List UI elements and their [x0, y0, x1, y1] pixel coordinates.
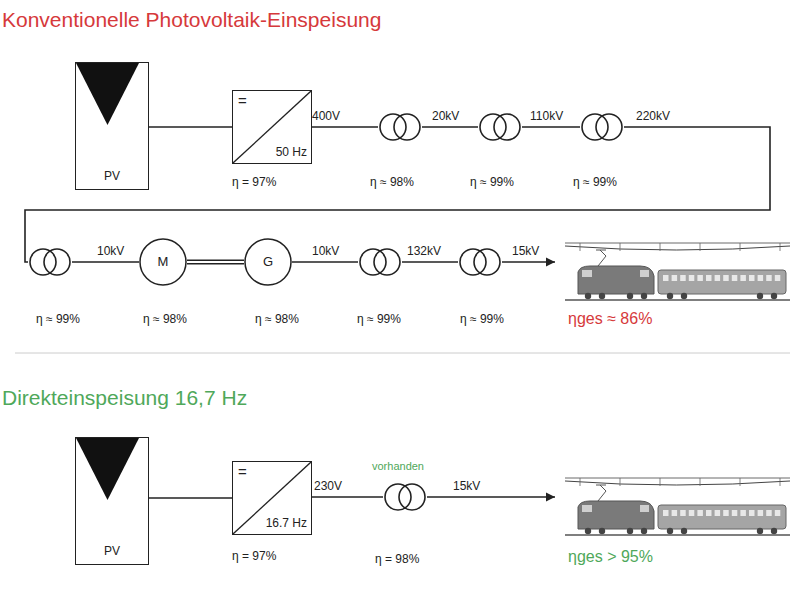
- label-text: Direkteinspeisung 16,7 Hz: [2, 386, 247, 409]
- transformer-symbol: [378, 113, 422, 141]
- efficiency-label: η ≈ 98%: [255, 313, 299, 327]
- label-text: η = 98%: [375, 552, 419, 566]
- efficiency-label: η ≈ 99%: [36, 313, 80, 327]
- label-text: η ≈ 98%: [370, 175, 414, 189]
- label-text: 400V: [312, 109, 340, 123]
- efficiency-label: η ≈ 99%: [573, 176, 617, 190]
- shaft-connector: [187, 260, 244, 265]
- label-text: ηges ≈ 86%: [568, 310, 652, 327]
- label-text: 15kV: [453, 479, 480, 493]
- voltage-label: 400V: [312, 110, 340, 124]
- transformer-symbol: [358, 248, 402, 276]
- power-wire: [312, 496, 555, 498]
- efficiency-label: η ≈ 99%: [460, 313, 504, 327]
- inverter-box: = 50 Hz: [232, 90, 312, 164]
- frequency-text: 50 Hz: [276, 146, 307, 160]
- efficiency-label: η = 97%: [232, 550, 276, 564]
- label-text: η ≈ 99%: [470, 175, 514, 189]
- arrow-head: [546, 258, 555, 267]
- efficiency-label: η = 98%: [375, 553, 419, 567]
- label-text: ηges > 95%: [568, 548, 653, 565]
- label-text: 10kV: [97, 244, 124, 258]
- voltage-label: 20kV: [432, 110, 459, 124]
- label-text: η = 97%: [232, 549, 276, 563]
- arrow-head: [546, 493, 555, 502]
- machine-circle: G: [244, 238, 292, 286]
- label-text: 110kV: [530, 109, 563, 123]
- efficiency-label: η ≈ 99%: [470, 176, 514, 190]
- pv-panel-box: PV: [75, 437, 149, 565]
- voltage-label: 132kV: [407, 245, 441, 259]
- efficiency-label: η ≈ 98%: [143, 313, 187, 327]
- machine-letter: G: [263, 255, 273, 270]
- section-title: Konventionelle Photovoltaik-Einspeisung: [2, 8, 381, 32]
- total-efficiency: ηges > 95%: [568, 548, 653, 566]
- voltage-label: 15kV: [453, 480, 480, 494]
- edge-group: [149, 127, 232, 128]
- node-text: PV: [76, 545, 148, 559]
- voltage-label: 10kV: [97, 245, 124, 259]
- pv-panel-box: PV: [75, 62, 149, 190]
- section-title: Direkteinspeisung 16,7 Hz: [2, 386, 247, 410]
- voltage-label: 230V: [314, 480, 342, 494]
- transformer-symbol: [383, 483, 427, 511]
- efficiency-label: η ≈ 99%: [357, 313, 401, 327]
- node-text: PV: [76, 170, 148, 184]
- voltage-label: 220kV: [636, 110, 670, 124]
- voltage-label: 15kV: [512, 245, 539, 259]
- label-text: 10kV: [312, 244, 339, 258]
- label-text: η ≈ 99%: [460, 312, 504, 326]
- efficiency-label: η ≈ 98%: [370, 176, 414, 190]
- inverter-box: = 16.7 Hz: [232, 461, 312, 535]
- power-wire: [292, 261, 555, 263]
- label-text: η ≈ 98%: [255, 312, 299, 326]
- label-text: η = 97%: [232, 175, 276, 189]
- dc-symbol: =: [238, 92, 247, 109]
- transformer-symbol: [580, 113, 624, 141]
- edge-group: [149, 498, 232, 499]
- label-text: η ≈ 98%: [143, 312, 187, 326]
- label-text: 132kV: [407, 244, 441, 258]
- voltage-label: 10kV: [312, 245, 339, 259]
- label-text: 220kV: [636, 109, 670, 123]
- transformer-symbol: [458, 248, 502, 276]
- transformer-symbol: [28, 248, 72, 276]
- label-text: vorhanden: [372, 460, 424, 472]
- total-efficiency: ηges ≈ 86%: [568, 310, 652, 328]
- machine-circle: M: [139, 238, 187, 286]
- label-text: 20kV: [432, 109, 459, 123]
- title-text: Konventionelle Photovoltaik-Einspeisung: [2, 8, 381, 31]
- existing-note: vorhanden: [372, 460, 424, 473]
- dc-symbol: =: [238, 463, 247, 480]
- double-line-gap: [187, 261, 244, 263]
- train-illustration: [565, 478, 790, 535]
- train-illustration: [565, 243, 790, 300]
- label-text: η ≈ 99%: [573, 175, 617, 189]
- power-connector: [149, 126, 232, 128]
- frequency-text: 16.7 Hz: [266, 517, 307, 531]
- label-text: η ≈ 99%: [357, 312, 401, 326]
- label-text: 230V: [314, 479, 342, 493]
- label-text: η ≈ 99%: [36, 312, 80, 326]
- section-separator: [15, 353, 790, 354]
- edge-group: [187, 262, 244, 263]
- voltage-label: 110kV: [530, 110, 563, 124]
- machine-letter: M: [158, 255, 169, 270]
- efficiency-label: η = 97%: [232, 176, 276, 190]
- label-text: 15kV: [512, 244, 539, 258]
- transformer-symbol: [478, 113, 522, 141]
- power-connector: [149, 497, 232, 499]
